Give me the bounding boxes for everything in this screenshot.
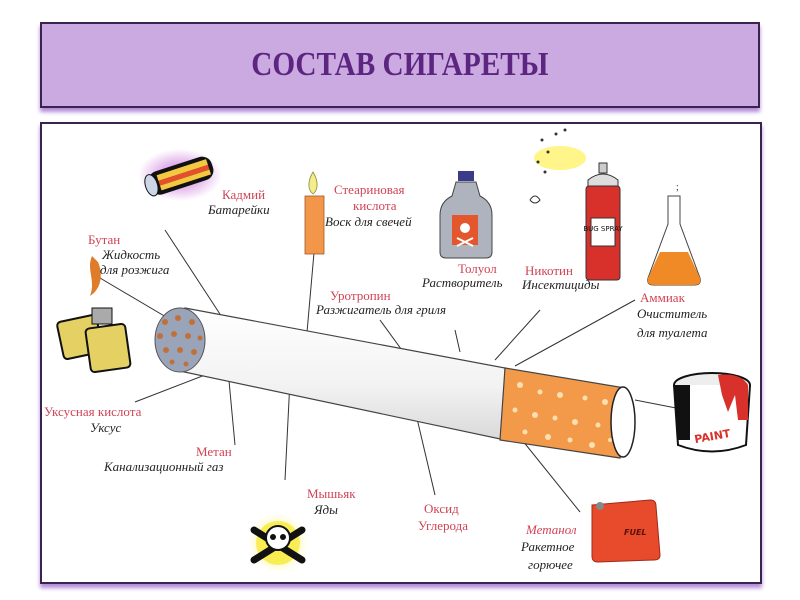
leader-toluene bbox=[454, 329, 461, 353]
label-butane-name: Бутан bbox=[88, 232, 121, 247]
paint-text: PAINT bbox=[693, 427, 732, 446]
leader-methane bbox=[227, 369, 236, 446]
label-methane-use: Канализационный газ bbox=[104, 459, 224, 474]
cigarette-paper bbox=[174, 307, 506, 441]
label-arsenic-name: Мышьяк bbox=[307, 486, 356, 501]
label-cadmium-use: Батарейки bbox=[208, 202, 270, 217]
filter-end bbox=[610, 386, 636, 458]
filter-speckles bbox=[512, 382, 612, 448]
label-ammonia-use1: Очиститель bbox=[637, 306, 708, 321]
bug-spray-icon: BUG SPRAY bbox=[529, 128, 623, 281]
lighter-icon bbox=[56, 256, 132, 374]
leader-acetic bbox=[134, 374, 206, 403]
paint-can-icon: PAINT bbox=[673, 372, 751, 453]
cigarette-filter bbox=[499, 367, 626, 459]
label-co-name1: Оксид bbox=[424, 501, 459, 516]
label-nicotine-use: Инсектициды bbox=[522, 277, 600, 292]
svg-text:;: ; bbox=[676, 182, 679, 193]
label-acetic-name: Уксусная кислота bbox=[44, 404, 142, 419]
label-urotropin-use: Разжигатель для гриля bbox=[316, 302, 446, 317]
battery-icon bbox=[138, 149, 222, 201]
fuel-can-icon: FUEL bbox=[591, 499, 661, 563]
label-cadmium-name: Кадмий bbox=[222, 187, 266, 202]
title-banner: СОСТАВ СИГАРЕТЫ bbox=[40, 22, 760, 108]
poison-skull-icon bbox=[248, 513, 308, 573]
label-methanol-name: Метанол bbox=[526, 522, 577, 537]
label-stearic-name2: кислота bbox=[353, 198, 397, 213]
label-arsenic-use: Яды bbox=[314, 502, 338, 517]
ammonia-flask-icon: ; bbox=[647, 182, 701, 286]
label-co-name2: Углерода bbox=[418, 518, 469, 533]
solvent-bottle-icon bbox=[439, 171, 493, 259]
label-urotropin-name: Уротропин bbox=[330, 288, 391, 303]
tobacco-flakes bbox=[157, 315, 203, 367]
label-toluene-use: Растворитель bbox=[422, 275, 503, 290]
label-ammonia-use2: для туалета bbox=[637, 325, 708, 340]
leader-nicotine bbox=[494, 309, 541, 361]
leader-ammonia bbox=[514, 299, 636, 367]
leader-paint bbox=[634, 399, 677, 409]
label-stearic-name1: Стеариновая bbox=[334, 182, 405, 197]
bug-spray-text: BUG SPRAY bbox=[583, 225, 623, 233]
label-ammonia-name: Аммиак bbox=[640, 290, 685, 305]
fuel-text: FUEL bbox=[624, 528, 647, 537]
label-butane-use2: для розжига bbox=[100, 262, 170, 277]
leader-co bbox=[414, 409, 436, 496]
page-title: СОСТАВ СИГАРЕТЫ bbox=[251, 46, 549, 83]
label-stearic-use: Воск для свечей bbox=[325, 214, 412, 229]
label-acetic-use: Уксус bbox=[90, 420, 122, 435]
label-methanol-use1: Ракетное bbox=[521, 539, 575, 554]
label-methane-name: Метан bbox=[196, 444, 232, 459]
leader-arsenic bbox=[284, 379, 291, 481]
label-methanol-use2: горючее bbox=[528, 557, 573, 572]
label-nicotine-name: Никотин bbox=[525, 263, 573, 278]
candle-icon bbox=[304, 171, 325, 255]
label-butane-use1: Жидкость bbox=[102, 247, 161, 262]
cigarette bbox=[154, 307, 636, 459]
label-toluene-name: Толуол bbox=[458, 261, 497, 276]
